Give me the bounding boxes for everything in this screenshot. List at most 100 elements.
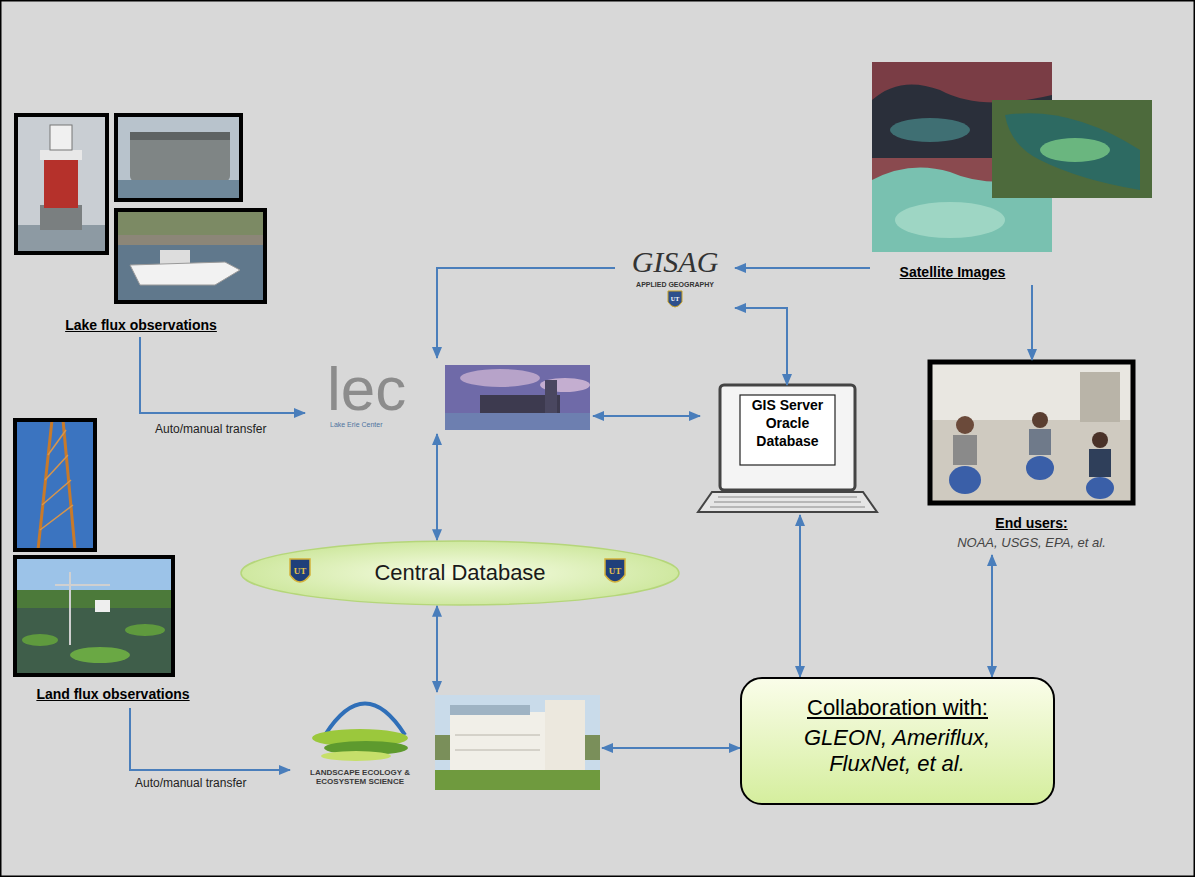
photo-frame [116, 210, 265, 302]
satellite-water [890, 118, 970, 142]
connector-arrow [991, 555, 993, 677]
connector-arrow [1031, 285, 1033, 360]
satellite-land [872, 62, 1052, 102]
shield-letters: UT [671, 296, 679, 302]
connector-arrow [140, 337, 305, 413]
photo-sky [16, 115, 107, 253]
lighthouse-lantern [50, 125, 72, 150]
laptop-base [698, 492, 877, 512]
lily-pads [22, 634, 58, 646]
photo-frame [15, 420, 95, 550]
photo-group: End users: NOAA, USGS, EPA, et al. [928, 360, 1135, 555]
person-head [1032, 412, 1048, 428]
node-text: Collaboration with: [742, 695, 1053, 721]
office-chair [1086, 477, 1114, 499]
boat-hull [130, 262, 240, 285]
lighthouse-gallery [40, 150, 82, 160]
logo-box: GISAG APPLIED GEOGRAPHY [615, 245, 735, 315]
building-tower [545, 700, 585, 770]
collaboration-box: Collaboration with: GLEON, Ameriflux, Flu… [740, 677, 1055, 805]
keyboard-row [714, 502, 861, 503]
satellite-bloom [895, 202, 1005, 238]
instrument-mast [69, 572, 71, 645]
lighthouse-base [40, 205, 82, 230]
connector-arrow [437, 268, 615, 358]
edge-label: Auto/manual transfer [133, 776, 248, 790]
lily-pads [125, 624, 165, 636]
connector-arrow [799, 515, 801, 677]
node-text: Lake Erie Center [330, 421, 440, 429]
photo-lawn [435, 770, 600, 790]
logo-box: LANDSCAPE ECOLOGY & ECOSYSTEM SCIENCE [290, 692, 602, 792]
node-text: Lake flux observations [14, 317, 268, 334]
satellite-image [992, 100, 1152, 198]
photo-sky [435, 695, 600, 790]
boat-cabin [160, 250, 190, 264]
connector-arrow [602, 747, 740, 749]
tower-brace [45, 455, 68, 480]
shield-letters: UT [294, 567, 307, 576]
keyboard-row [710, 507, 865, 508]
photo-sky [15, 420, 95, 550]
node-text: Satellite Images [870, 264, 1035, 281]
ut-shield [290, 559, 310, 582]
photo-frame [16, 115, 107, 253]
photo-frame [15, 557, 173, 675]
node-text: End users: [928, 515, 1135, 532]
photo-water [116, 180, 241, 200]
photo-sky [445, 365, 590, 430]
person-body [953, 435, 977, 465]
shield-letters: UT [609, 567, 622, 576]
connector-arrow [436, 434, 438, 540]
screen-panel [740, 395, 835, 465]
person-head [1092, 432, 1108, 448]
node-text: GLEON, Ameriflux, FluxNet, et al. [772, 725, 1022, 778]
logo-layer [321, 751, 391, 761]
person-head [956, 416, 974, 434]
office-chair [1026, 456, 1054, 480]
connector-arrow [735, 308, 787, 385]
logo-box: lecLake Erie Center [305, 358, 593, 434]
photo-group: Lake flux observations [14, 113, 268, 337]
photo-water [15, 608, 173, 675]
laptop-screen [720, 385, 855, 490]
satellite-bloom [1040, 138, 1110, 162]
tower-leg [38, 420, 52, 550]
ut-shield [668, 291, 682, 307]
office-chair [949, 466, 981, 494]
photo-water [116, 245, 265, 302]
ut-shield [605, 559, 625, 582]
node-text: APPLIED GEOGRAPHY [615, 281, 735, 289]
connector-arrow [130, 708, 290, 770]
person-body [1089, 449, 1111, 477]
building-windows [455, 750, 540, 751]
photo-water [445, 413, 590, 430]
tower-brace [48, 430, 66, 455]
photo-group: Satellite Images [870, 60, 1155, 285]
photo-wall [930, 362, 1133, 503]
satellite-water [1005, 113, 1140, 190]
node-text: GISAG [615, 245, 735, 278]
lily-pads [70, 647, 130, 663]
photo-frame [930, 362, 1133, 503]
node-text: LANDSCAPE ECOLOGY & ECOSYSTEM SCIENCE [295, 768, 425, 786]
node-text: NOAA, USGS, EPA, et al. [928, 535, 1135, 551]
edge-label: Auto/manual transfer [153, 422, 268, 436]
building-windows [455, 735, 540, 736]
connector-arrow [436, 606, 438, 692]
person-body [1029, 429, 1051, 455]
connector-arrow [735, 267, 870, 269]
photo-group: Land flux observations [13, 418, 213, 708]
photo-frame [116, 115, 241, 200]
tower-brace [40, 505, 73, 530]
instrument-arm [55, 584, 110, 586]
photo-cloud [460, 369, 540, 387]
photo-trees [15, 590, 173, 608]
photo-trees [116, 210, 265, 302]
lighthouse-tower [44, 160, 78, 208]
database-ellipse-shape [241, 541, 679, 605]
node-text: lec [327, 358, 445, 420]
